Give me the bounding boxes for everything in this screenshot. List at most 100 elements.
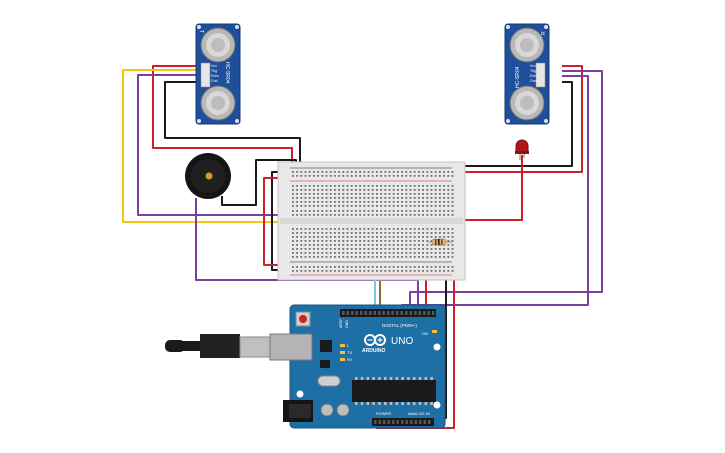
breadboard-hole	[292, 252, 294, 254]
breadboard-hole	[439, 201, 441, 203]
breadboard-hole	[392, 175, 395, 177]
breadboard-hole	[430, 214, 433, 216]
breadboard-hole	[447, 175, 450, 177]
breadboard-hole	[346, 248, 349, 250]
breadboard-hole	[418, 236, 420, 238]
breadboard-hole	[300, 236, 303, 238]
breadboard-hole	[346, 244, 349, 246]
breadboard-hole	[338, 205, 340, 207]
breadboard-hole	[355, 214, 357, 216]
breadboard-hole	[359, 244, 361, 246]
breadboard-hole	[430, 248, 433, 250]
breadboard-hole	[371, 240, 374, 242]
breadboard-hole	[418, 256, 420, 258]
breadboard-hole	[317, 270, 319, 272]
breadboard-hole	[397, 189, 399, 191]
breadboard-hole	[346, 214, 349, 216]
breadboard-hole	[342, 232, 345, 234]
ultrasonic-sensor-left[interactable]: HC-SR04 T Vcc Trig Echo Gnd	[195, 23, 241, 125]
breadboard-hole	[409, 232, 412, 234]
breadboard-hole	[317, 228, 319, 230]
breadboard-hole	[321, 240, 324, 242]
breadboard-hole	[350, 185, 353, 187]
breadboard-hole	[426, 193, 429, 195]
breadboard-hole	[413, 248, 416, 250]
breadboard-hole	[338, 175, 340, 177]
breadboard-hole	[300, 210, 303, 212]
breadboard-hole	[367, 270, 370, 272]
breadboard-hole	[321, 175, 324, 177]
breadboard-hole	[422, 189, 424, 191]
red-led[interactable]	[515, 139, 529, 160]
chip-pin	[384, 377, 387, 380]
breadboard-hole	[397, 266, 399, 268]
breadboard-hole	[430, 189, 433, 191]
breadboard-hole	[359, 256, 361, 258]
breadboard-hole	[405, 193, 408, 195]
breadboard-hole	[371, 175, 374, 177]
breadboard-hole	[325, 236, 328, 238]
breadboard-hole	[325, 244, 328, 246]
breadboard-hole	[380, 240, 382, 242]
breadboard-hole	[426, 240, 429, 242]
breadboard-hole	[392, 248, 395, 250]
breadboard-hole	[422, 244, 424, 246]
arduino-uno[interactable]: L TX RX ARDUINO UNO ON DIGITAL (PWM~) PO…	[165, 304, 446, 429]
digital-header[interactable]	[342, 311, 435, 315]
header-pin	[373, 311, 376, 315]
breadboard-hole	[451, 197, 454, 199]
breadboard-hole	[418, 232, 420, 234]
breadboard-hole	[392, 266, 395, 268]
breadboard-hole	[418, 205, 420, 207]
breadboard-hole	[397, 210, 399, 212]
breadboard-hole	[363, 232, 366, 234]
breadboard-hole	[405, 214, 408, 216]
breadboard-hole	[325, 228, 328, 230]
resistor[interactable]	[428, 238, 452, 246]
breadboard-hole	[376, 201, 378, 203]
breadboard-hole	[426, 248, 429, 250]
breadboard-hole	[346, 197, 349, 199]
breadboard-hole	[397, 201, 399, 203]
breadboard-hole	[304, 240, 307, 242]
breadboard[interactable]	[277, 161, 466, 281]
breadboard-hole	[300, 248, 303, 250]
breadboard-hole	[325, 232, 328, 234]
breadboard-hole	[350, 193, 353, 195]
breadboard-hole	[397, 270, 399, 272]
breadboard-hole	[304, 248, 307, 250]
power-analog-header[interactable]	[374, 420, 431, 424]
ultrasonic-sensor-right[interactable]: HC-SR04 R Vcc Trig Echo Gnd	[504, 23, 550, 125]
breadboard-hole	[359, 210, 361, 212]
breadboard-hole	[317, 240, 319, 242]
breadboard-hole	[443, 201, 445, 203]
breadboard-hole	[447, 210, 450, 212]
breadboard-hole	[384, 210, 387, 212]
breadboard-hole	[296, 236, 298, 238]
chip-pin	[401, 402, 404, 405]
piezo-buzzer[interactable]	[185, 153, 231, 199]
breadboard-hole	[384, 197, 387, 199]
breadboard-hole	[325, 189, 328, 191]
breadboard-hole	[317, 193, 319, 195]
breadboard-hole	[451, 171, 454, 173]
breadboard-hole	[334, 189, 336, 191]
breadboard-hole	[376, 185, 378, 187]
breadboard-hole	[388, 232, 391, 234]
breadboard-hole	[371, 171, 374, 173]
breadboard-hole	[321, 266, 324, 268]
breadboard-hole	[325, 185, 328, 187]
breadboard-hole	[380, 232, 382, 234]
breadboard-hole	[363, 236, 366, 238]
breadboard-hole	[342, 197, 345, 199]
breadboard-hole	[397, 214, 399, 216]
breadboard-hole	[418, 244, 420, 246]
breadboard-hole	[350, 266, 353, 268]
breadboard-hole	[384, 266, 387, 268]
breadboard-hole	[413, 193, 416, 195]
breadboard-hole	[401, 232, 403, 234]
breadboard-hole	[430, 228, 433, 230]
breadboard-hole	[342, 189, 345, 191]
breadboard-hole	[292, 240, 294, 242]
breadboard-hole	[359, 240, 361, 242]
